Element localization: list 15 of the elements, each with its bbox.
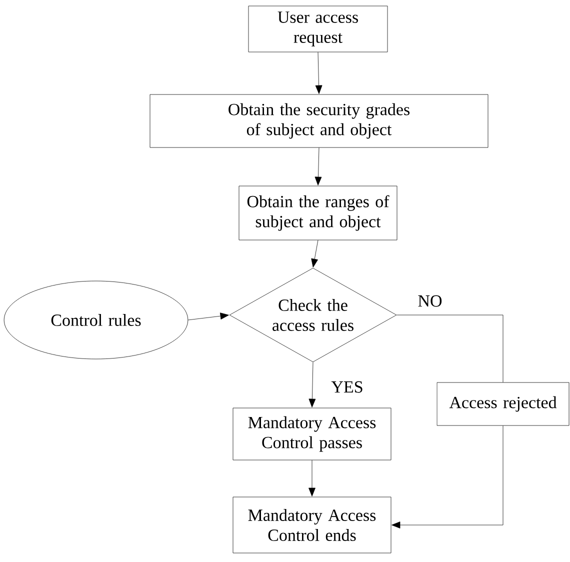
arrow [314, 148, 322, 186]
edge-label: NO [416, 294, 444, 308]
arrow [315, 52, 322, 94]
process-box: Mandatory Access Control passes [232, 408, 392, 460]
arrow [311, 240, 318, 268]
edge-label: YES [330, 380, 364, 394]
process-box: User access request [248, 6, 388, 52]
process-box: Obtain the security grades of subject and object [150, 94, 488, 148]
arrow [392, 426, 504, 528]
arrow [188, 312, 229, 320]
arrow [308, 362, 316, 408]
process-box: Mandatory Access Control ends [232, 496, 392, 554]
process-box: Obtain the ranges of subject and object [238, 186, 398, 240]
process-box: Access rejected [436, 382, 570, 426]
arrow [308, 460, 316, 496]
